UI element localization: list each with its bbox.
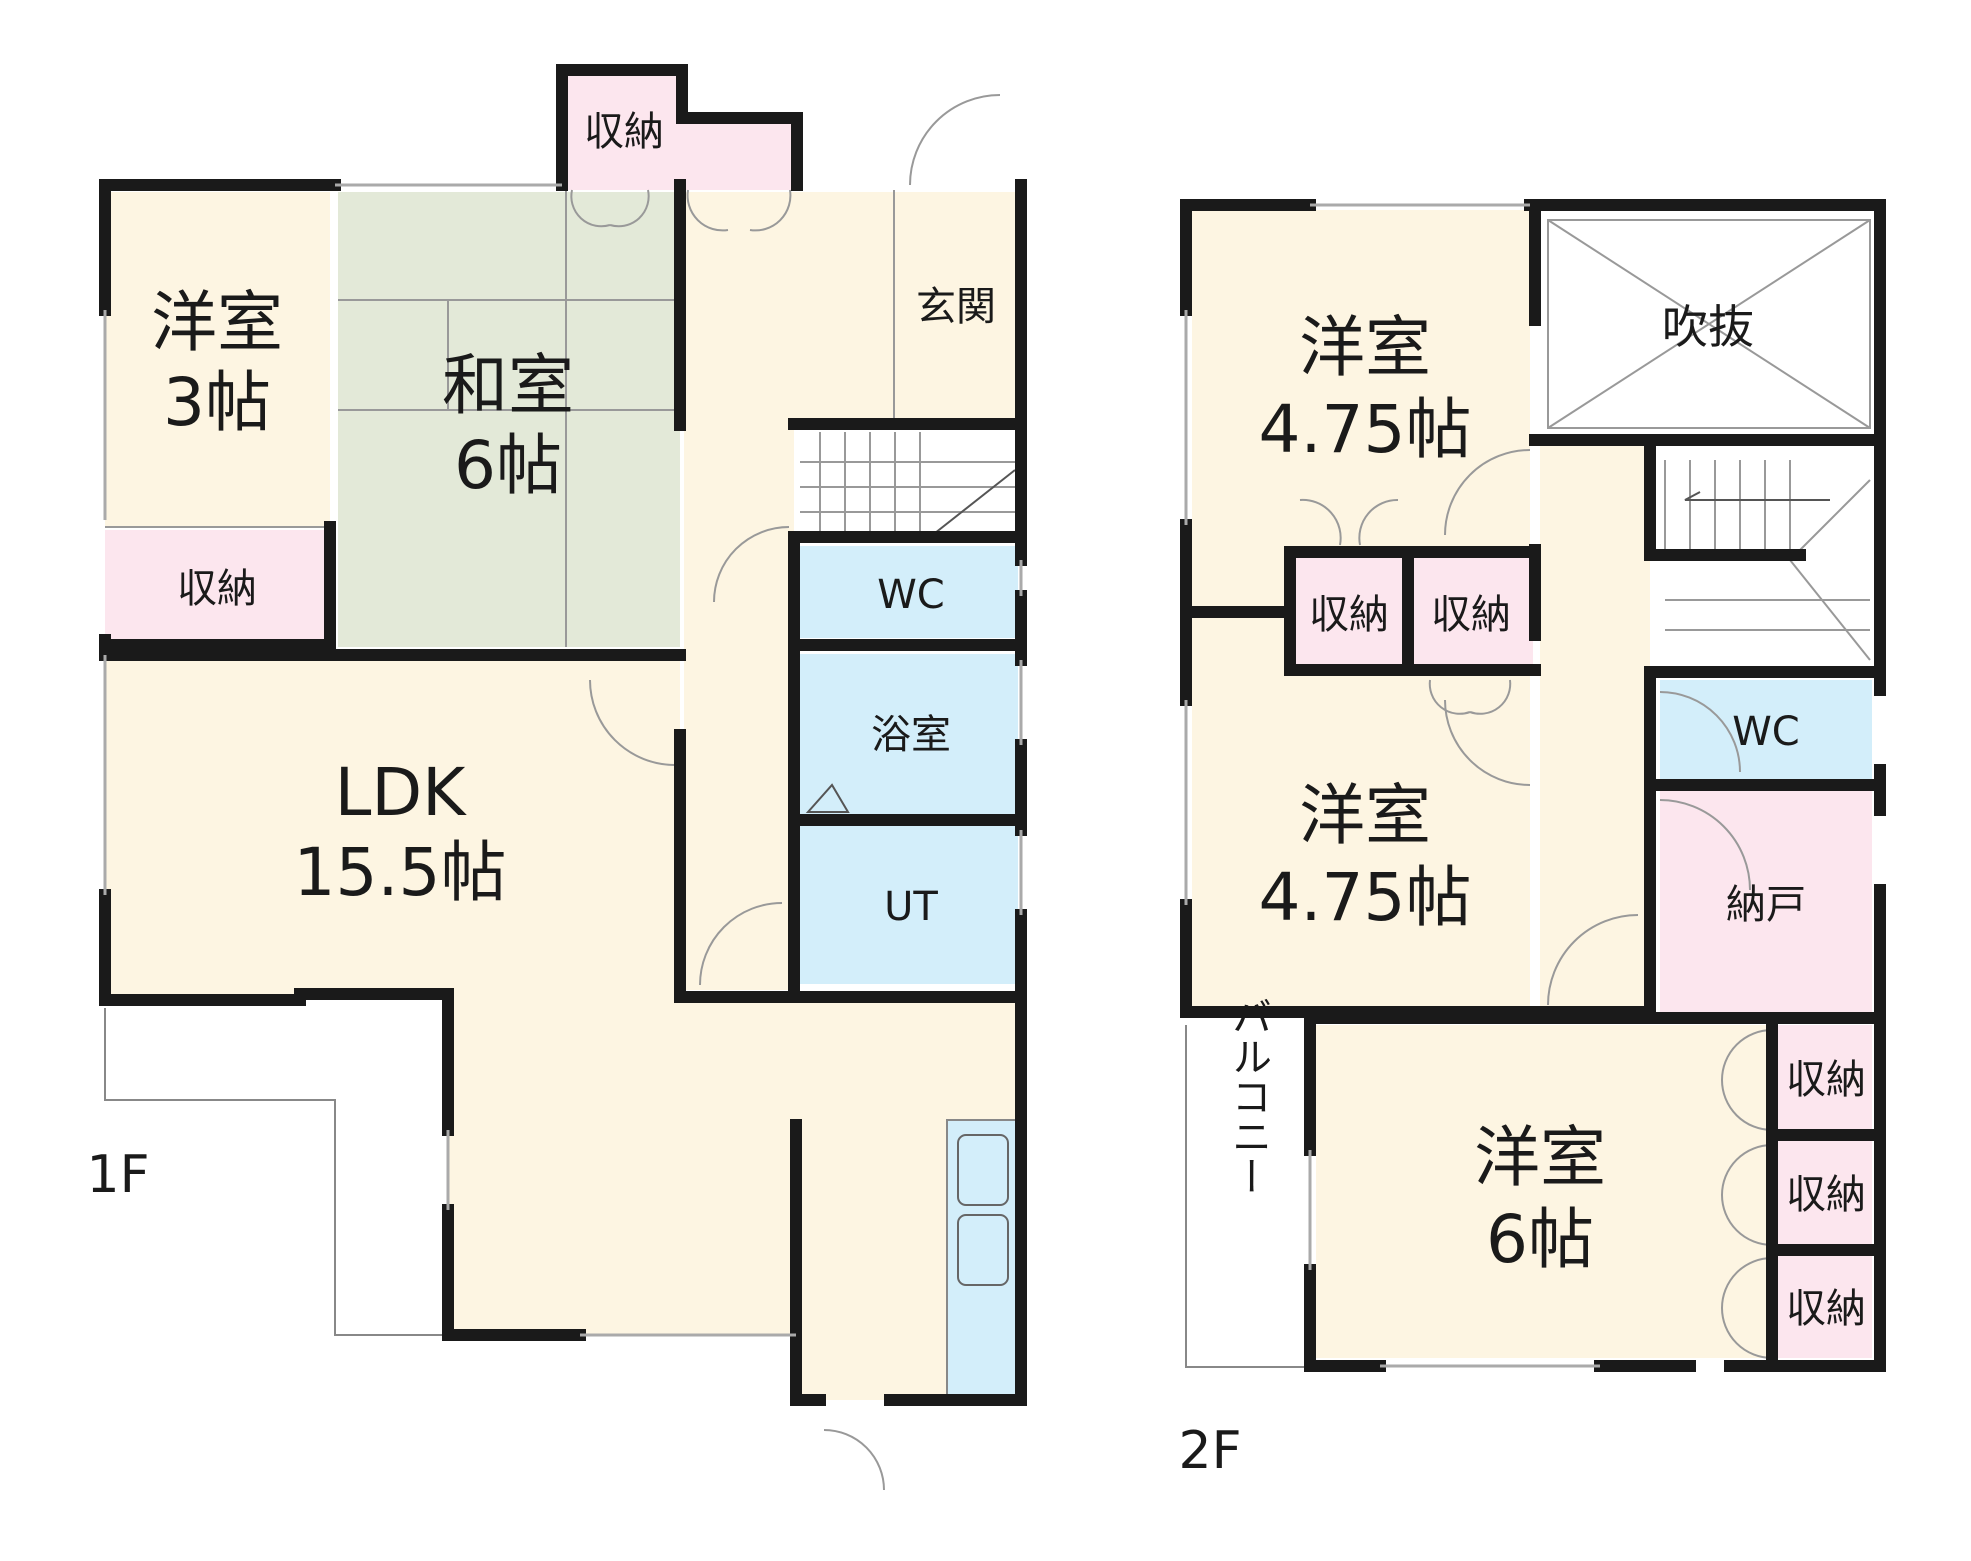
floor2-walls	[1180, 199, 1886, 1372]
floor1-storage-left-floor	[105, 530, 330, 640]
floor1-western3-name: 洋室	[151, 284, 283, 361]
floor2-nando-floor	[1660, 790, 1872, 1012]
floor2-storage-4-label: 収納	[1786, 1172, 1866, 1218]
floor2-storage-5-floor	[1772, 1255, 1872, 1358]
floor1-label: 1F	[87, 1145, 150, 1205]
floor2-western-b-size: 4.75帖	[1259, 859, 1472, 936]
floor1-western3-floor	[105, 192, 330, 527]
floor2-western-a-size: 4.75帖	[1259, 391, 1472, 468]
floor1-storage-left-label: 収納	[177, 566, 257, 612]
floor1-corridor-floor	[684, 424, 794, 990]
windows	[103, 183, 1600, 1368]
floor2-storage-5-label: 収納	[1786, 1286, 1866, 1332]
stove-icon	[957, 1214, 1009, 1286]
floor2-western-c-name: 洋室	[1474, 1119, 1606, 1196]
floor2-storage-3-label: 収納	[1786, 1057, 1866, 1103]
floor1-washitsu-floor	[338, 192, 680, 647]
floor1-washitsu-size: 6帖	[454, 427, 562, 504]
floor2-details	[1185, 219, 1871, 1368]
sink-icon	[957, 1134, 1009, 1206]
floor2-western-c-size: 6帖	[1486, 1201, 1594, 1278]
floor2-western-a-floor	[1192, 210, 1530, 612]
floor2-storage-3-floor	[1772, 1025, 1872, 1130]
floor2-western-b-floor	[1192, 612, 1530, 1012]
floor2-storage-4-floor	[1772, 1140, 1872, 1245]
floor1-washitsu-name: 和室	[442, 347, 574, 424]
floor2-balcony-label: バルコニー	[1225, 996, 1271, 1196]
floor1-bath-label: 浴室	[871, 712, 951, 758]
floor2-storage-1-floor	[1295, 556, 1403, 666]
floor1-storage-top2-floor	[682, 118, 797, 190]
floor2-hall-floor	[1540, 438, 1650, 1012]
floor1-hall-floor	[684, 192, 1021, 424]
floor1-bath-floor	[800, 654, 1018, 816]
floor2-storage-2-floor	[1411, 556, 1533, 666]
floor1-walls	[99, 64, 1027, 1406]
floor2-western-b-name: 洋室	[1299, 777, 1431, 854]
floor1-western3-size: 3帖	[163, 364, 271, 441]
floor1-details	[104, 94, 1016, 1491]
floor1-wc-floor	[800, 546, 1018, 638]
floor1-ut-floor	[800, 824, 1018, 984]
floor1-stairs-floor	[794, 432, 1021, 537]
floor1-genkan-label: 玄関	[916, 284, 996, 330]
floor1-ldk-size: 15.5帖	[294, 834, 507, 911]
floor1-ut-label: UT	[884, 884, 938, 930]
floor2-wc-label: WC	[1732, 709, 1799, 755]
floor2-wc-floor	[1660, 680, 1872, 780]
floor2-fills	[1192, 210, 1872, 1358]
floor2-western-c-floor	[1316, 1025, 1772, 1358]
floor2-storage-2-label: 収納	[1431, 592, 1511, 638]
floor2-label: 2F	[1179, 1421, 1242, 1481]
floor1-wc-label: WC	[877, 572, 944, 618]
floor2-storage-1-label: 収納	[1309, 592, 1389, 638]
floor2-western-a-name: 洋室	[1299, 309, 1431, 386]
floor1-storage-top-floor	[562, 70, 682, 190]
floor1-ldk-name: LDK	[335, 754, 468, 831]
floor2-fukinuke-label: 吹抜	[1662, 300, 1754, 354]
floor2-nando-label: 納戸	[1726, 882, 1806, 928]
floor1-storage-top-label: 収納	[584, 109, 664, 155]
